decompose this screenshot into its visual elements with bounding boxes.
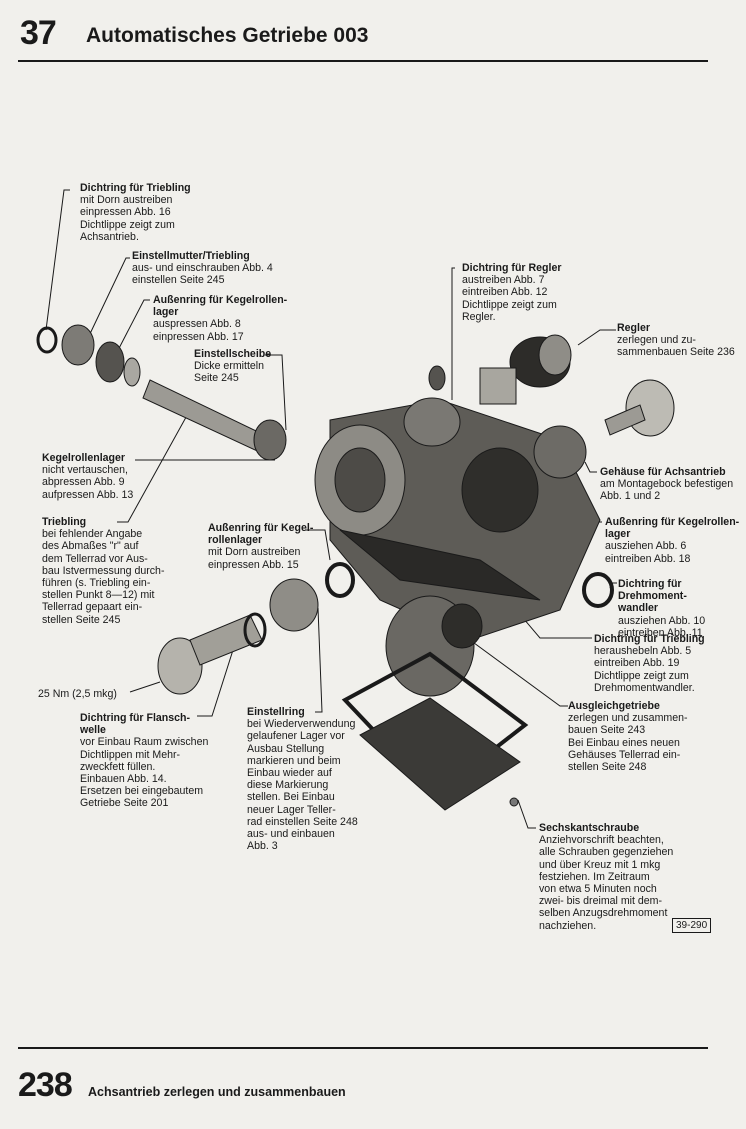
callout-einstellring: Einstellring bei Wiederverwendung gelauf… [247,706,358,852]
callout-body: bei fehlender Angabe des Abmaßes "r" auf… [42,528,165,626]
callout-body: mit Dorn austreiben einpressen Abb. 15 [208,546,301,571]
callout-kegelrollenlager: Kegelrollenlager nicht vertauschen, abpr… [42,452,133,501]
callout-body: nicht vertauschen, abpressen Abb. 9 aufp… [42,464,134,501]
callout-title: Einstellring [247,706,305,718]
callout-dichtring-drehmomentwandler: Dichtring für Drehmoment- wandler auszie… [618,578,746,639]
callout-body: Anziehvorschrift beachten, alle Schraube… [539,834,674,932]
chapter-title: Automatisches Getriebe 003 [86,24,369,47]
callout-body: zerlegen und zu- sammenbauen Seite 236 [617,334,735,359]
callout-body: zerlegen und zusammen- bauen Seite 243 B… [568,712,688,774]
footer-rule [18,1047,708,1049]
chapter-number: 37 [20,14,57,52]
callout-title: Ausgleichgetriebe [568,700,660,712]
callout-aussenring-3: Außenring für Kegelrollen- lager auszieh… [605,516,739,565]
callout-body: ausziehen Abb. 6 eintreiben Abb. 18 [605,540,691,565]
callout-body: vor Einbau Raum zwischen Dichtlippen mit… [80,736,209,810]
callout-einstellmutter: Einstellmutter/Triebling aus- und einsch… [132,250,273,287]
callout-body: 25 Nm (2,5 mkg) [38,688,117,700]
callout-title: Einstellmutter/Triebling [132,250,250,262]
callout-body: aus- und einschrauben Abb. 4 einstellen … [132,262,273,287]
callout-body: heraushebeln Abb. 5 eintreiben Abb. 19 D… [594,645,695,694]
callout-regler: Regler zerlegen und zu- sammenbauen Seit… [617,322,735,359]
callout-dichtring-regler: Dichtring für Regler austreiben Abb. 7 e… [462,262,561,323]
callout-body: bei Wiederverwendung gelaufener Lager vo… [247,718,358,853]
callout-title: Einstellscheibe [194,348,272,360]
page-title: Achsantrieb zerlegen und zusammenbauen [88,1085,346,1099]
callout-title: Außenring für Kegel- rollenlager [208,522,314,547]
callout-torque-25nm: 25 Nm (2,5 mkg) [38,688,117,700]
callout-title: Dichtring für Triebling [80,182,191,194]
callout-gehaeuse: Gehäuse für Achsantrieb am Montagebock b… [600,466,733,503]
callout-title: Dichtring für Flansch- welle [80,712,191,737]
callout-title: Kegelrollenlager [42,452,126,464]
callout-dichtring-flanschwelle: Dichtring für Flansch- welle vor Einbau … [80,712,208,810]
callout-body: mit Dorn austreiben einpressen Abb. 16 D… [80,194,175,243]
callout-ausgleichgetriebe: Ausgleichgetriebe zerlegen und zusammen-… [568,700,688,773]
callout-body: auspressen Abb. 8 einpressen Abb. 17 [153,318,244,343]
callout-title: Dichtring für Regler [462,262,562,274]
page-number: 238 [18,1066,73,1104]
header-rule [18,60,708,62]
callout-title: Regler [617,322,650,334]
callout-body: austreiben Abb. 7 eintreiben Abb. 12 Dic… [462,274,557,323]
figure-number: 39-290 [672,918,712,933]
callout-dichtring-triebling-1: Dichtring für Triebling mit Dorn austrei… [80,182,191,243]
callout-einstellscheibe: Einstellscheibe Dicke ermitteln Seite 24… [194,348,271,385]
callout-body: Dicke ermitteln Seite 245 [194,360,265,385]
callout-title: Dichtring für Drehmoment- wandler [618,578,687,615]
callout-dichtring-triebling-2: Dichtring für Triebling heraushebeln Abb… [594,633,705,694]
callout-title: Außenring für Kegelrollen- lager [605,516,740,541]
callout-title: Dichtring für Triebling [594,633,705,645]
callout-title: Triebling [42,516,87,528]
callout-title: Sechskantschraube [539,822,640,834]
callout-title: Gehäuse für Achsantrieb [600,466,726,478]
callout-aussenring-1: Außenring für Kegelrollen- lager auspres… [153,294,287,343]
callout-body: ausziehen Abb. 10 eintreiben Abb. 11 [618,614,706,639]
callout-sechskantschraube: Sechskantschraube Anziehvorschrift beach… [539,822,673,932]
callout-title: Außenring für Kegelrollen- lager [153,294,288,319]
callout-aussenring-2: Außenring für Kegel- rollenlager mit Dor… [208,522,313,571]
callout-body: am Montagebock befestigen Abb. 1 und 2 [600,478,734,503]
callout-triebling: Triebling bei fehlender Angabe des Abmaß… [42,516,164,626]
